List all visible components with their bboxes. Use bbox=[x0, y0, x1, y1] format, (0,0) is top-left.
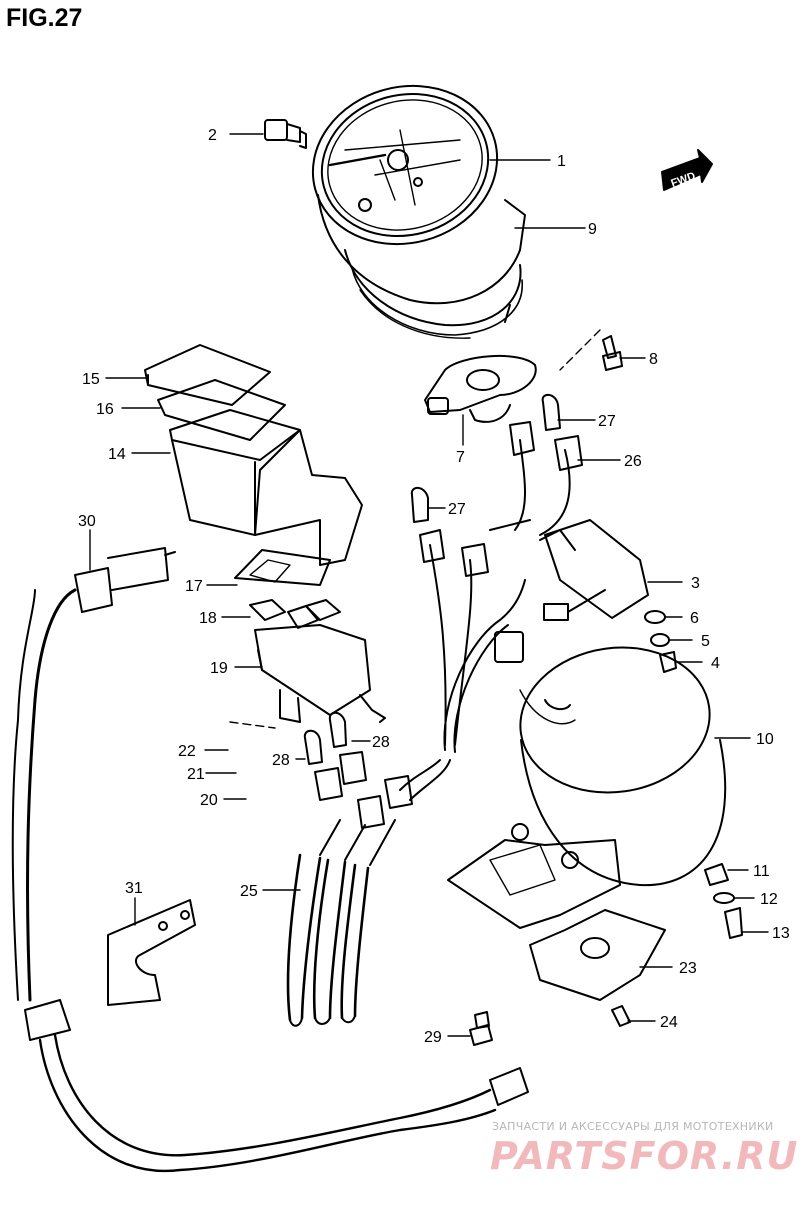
callout-27-upper: 27 bbox=[598, 413, 616, 430]
meter-bracket-part-7 bbox=[424, 355, 537, 423]
lamp-sockets bbox=[314, 421, 583, 829]
callout-8: 8 bbox=[649, 351, 658, 368]
callout-21: 21 bbox=[187, 766, 205, 783]
meter-cup-part-10 bbox=[447, 646, 727, 929]
callout-28-right: 28 bbox=[372, 734, 390, 751]
callout-19: 19 bbox=[210, 660, 228, 677]
callout-5: 5 bbox=[701, 633, 710, 650]
lamp-bulbs bbox=[303, 393, 561, 765]
watermark-caption: ЗАПЧАСТИ И АКСЕССУАРЫ ДЛЯ МОТОТЕХНИКИ bbox=[492, 1120, 774, 1133]
leader-lines bbox=[89, 133, 769, 1037]
callout-20: 20 bbox=[200, 792, 218, 809]
screw-part-13 bbox=[724, 907, 743, 939]
callout-labels: 1 2 3 4 5 6 7 8 9 10 11 12 13 14 15 16 1… bbox=[78, 127, 790, 1046]
callout-31: 31 bbox=[125, 880, 143, 897]
nut-part-11 bbox=[704, 863, 729, 886]
bolt-part-29 bbox=[469, 1011, 493, 1046]
callout-7: 7 bbox=[456, 449, 465, 466]
callout-29: 29 bbox=[424, 1029, 442, 1046]
callout-22: 22 bbox=[178, 743, 196, 760]
callout-27-lower: 27 bbox=[448, 501, 466, 518]
relay-part-3 bbox=[539, 519, 649, 621]
callout-10: 10 bbox=[756, 731, 774, 748]
washer-part-6 bbox=[644, 610, 666, 624]
fwd-arrow-icon bbox=[661, 149, 713, 191]
speedometer bbox=[311, 84, 526, 339]
callout-9: 9 bbox=[588, 221, 597, 238]
callout-18: 18 bbox=[199, 610, 217, 627]
callout-25: 25 bbox=[240, 883, 258, 900]
callout-1: 1 bbox=[557, 153, 566, 170]
figure-title: FIG.27 bbox=[6, 4, 83, 32]
cable-clamp-part-31 bbox=[107, 899, 196, 1006]
callout-15: 15 bbox=[82, 371, 100, 388]
callout-3: 3 bbox=[691, 575, 700, 592]
callout-12: 12 bbox=[760, 891, 778, 908]
bolt-part-8 bbox=[602, 335, 623, 371]
bracket-part-23 bbox=[529, 909, 666, 1001]
watermark-logo: PARTSFOR.RU bbox=[490, 1134, 799, 1178]
callout-16: 16 bbox=[96, 401, 114, 418]
screw-part-24 bbox=[611, 1005, 631, 1027]
callout-23: 23 bbox=[679, 960, 697, 977]
callout-17: 17 bbox=[185, 578, 203, 595]
washer-part-12 bbox=[713, 892, 735, 904]
lamp-socket-part-2 bbox=[264, 119, 307, 149]
washer-part-5 bbox=[650, 633, 670, 647]
indicator-housing bbox=[144, 344, 363, 586]
callout-4: 4 bbox=[711, 655, 720, 672]
wiring-harness bbox=[399, 439, 571, 801]
screw-part-4 bbox=[659, 651, 677, 673]
callout-14: 14 bbox=[108, 446, 126, 463]
speedometer-cable bbox=[11, 547, 529, 1173]
callout-30: 30 bbox=[78, 513, 96, 530]
callout-6: 6 bbox=[690, 610, 699, 627]
indicator-socket-block bbox=[249, 599, 386, 723]
callout-26: 26 bbox=[624, 453, 642, 470]
callout-2: 2 bbox=[208, 127, 217, 144]
harness-tubes-part-25 bbox=[286, 819, 396, 1027]
callout-13: 13 bbox=[772, 925, 790, 942]
callout-28-left: 28 bbox=[272, 752, 290, 769]
callout-24: 24 bbox=[660, 1014, 678, 1031]
callout-11: 11 bbox=[753, 863, 770, 880]
